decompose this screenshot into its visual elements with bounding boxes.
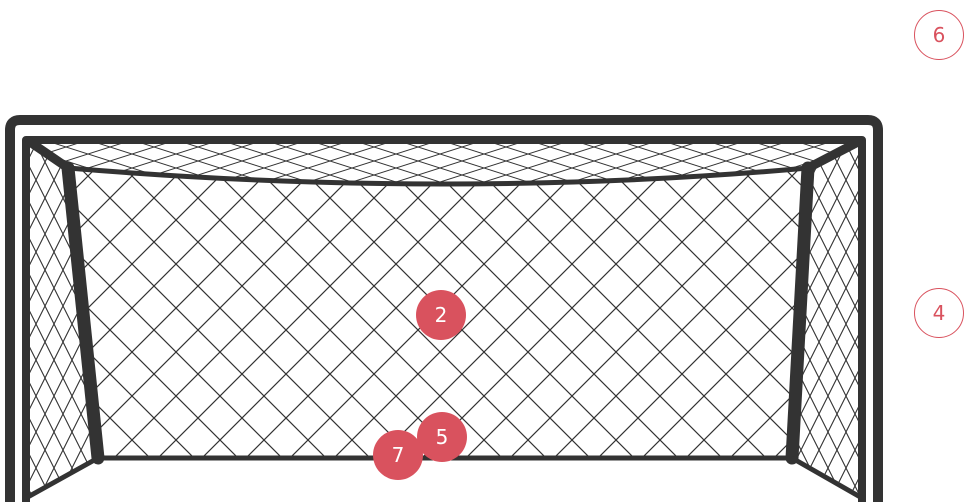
shot-marker-4-label: 4: [933, 303, 946, 323]
shot-marker-2[interactable]: 2: [416, 290, 466, 340]
shot-marker-2-label: 2: [435, 305, 448, 325]
shot-marker-5[interactable]: 5: [417, 412, 467, 462]
shot-marker-7[interactable]: 7: [373, 430, 423, 480]
shot-marker-6-label: 6: [933, 25, 946, 45]
shot-marker-6[interactable]: 6: [914, 10, 964, 60]
shot-marker-7-label: 7: [392, 445, 405, 465]
shot-marker-5-label: 5: [436, 427, 449, 447]
shot-marker-4[interactable]: 4: [914, 288, 964, 338]
